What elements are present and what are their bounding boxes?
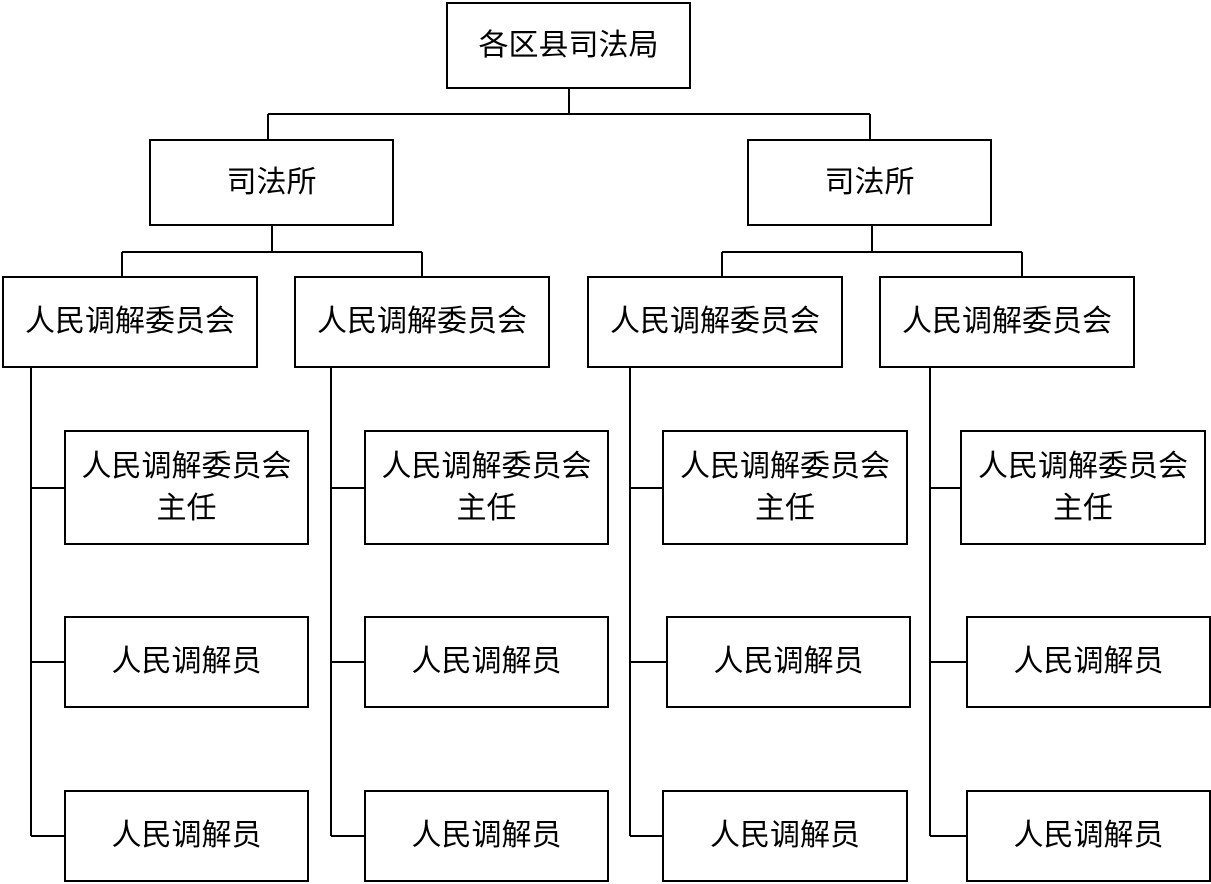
justice-station-node: 司法所: [747, 139, 992, 226]
committee-director-node: 人民调解委员会 主任: [364, 430, 609, 545]
mediator-node: 人民调解员: [662, 790, 908, 882]
mediator-node: 人民调解员: [966, 790, 1211, 882]
mediator-node: 人民调解员: [966, 616, 1211, 708]
committee-director-node: 人民调解委员会 主任: [64, 430, 309, 545]
committee-director-node: 人民调解委员会 主任: [662, 430, 908, 545]
mediator-node: 人民调解员: [666, 616, 911, 708]
mediation-committee-node: 人民调解委员会: [587, 276, 843, 368]
mediator-node: 人民调解员: [64, 616, 309, 708]
mediation-committee-node: 人民调解委员会: [294, 276, 550, 368]
committee-director-node: 人民调解委员会 主任: [960, 430, 1206, 545]
mediator-node: 人民调解员: [364, 616, 609, 708]
mediation-committee-node: 人民调解委员会: [2, 276, 258, 368]
justice-station-node: 司法所: [149, 139, 394, 226]
mediator-node: 人民调解员: [364, 790, 609, 882]
mediator-node: 人民调解员: [64, 790, 309, 882]
root-node-justice-bureau: 各区县司法局: [446, 2, 691, 89]
mediation-committee-node: 人民调解委员会: [879, 276, 1135, 368]
